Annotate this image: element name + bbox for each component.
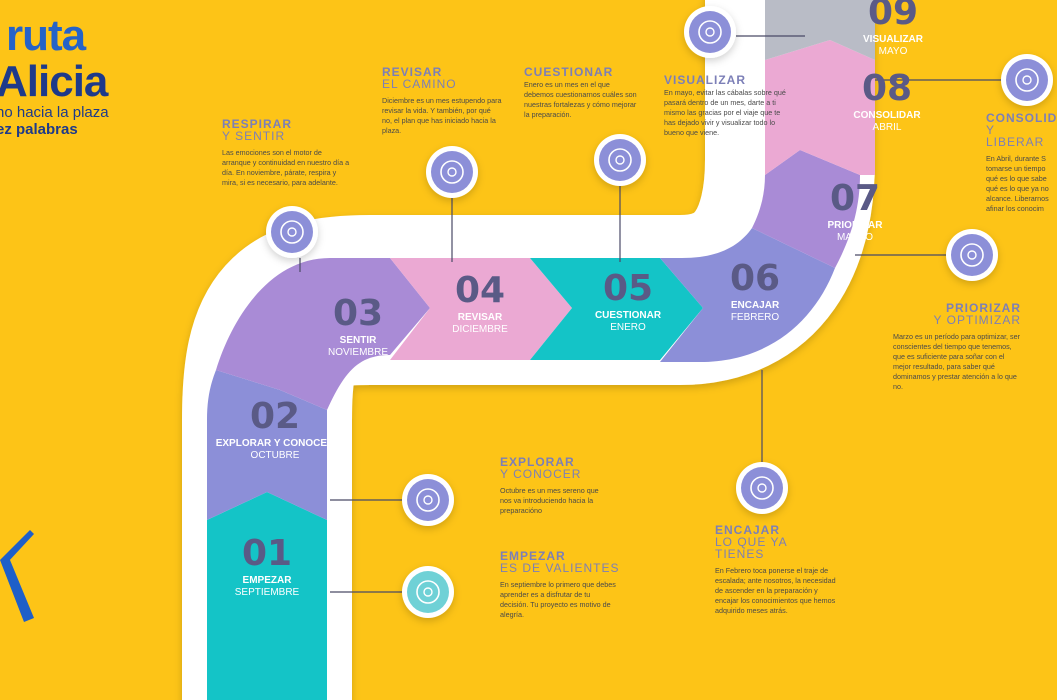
- step-number: 03: [333, 293, 383, 334]
- step-title: EMPEZAR: [243, 575, 293, 586]
- info-priorizar-subtitle: Y OPTIMIZAR: [933, 313, 1021, 327]
- info-consolidar-title: CONSOLID: [986, 111, 1057, 125]
- info-encajar-subtitle: LO QUE YA TIENES: [715, 535, 787, 561]
- info-empezar-body: En septiembre lo primero que debes apren…: [500, 580, 616, 619]
- subtitle-line-1: no hacia la plaza: [0, 104, 109, 121]
- info-consolidar-subtitle: Y LIBERAR: [986, 123, 1045, 149]
- step-month: SEPTIEMBRE: [235, 587, 300, 598]
- info-revisar-title: REVISAR: [382, 65, 443, 79]
- subtitle-line-2: ez palabras: [0, 121, 78, 138]
- step-number: 07: [830, 178, 880, 219]
- info-revisar: REVISAR EL CAMINO Diciembre es un mes es…: [382, 66, 502, 136]
- info-respirar-subtitle: Y SENTIR: [222, 129, 286, 143]
- target-icon: [946, 229, 998, 281]
- road-segment-6: [660, 228, 835, 362]
- brand-logo-icon: [0, 530, 34, 622]
- step-title: CUESTIONAR: [595, 310, 662, 321]
- step-number: 05: [603, 268, 653, 309]
- step-title: CONSOLIDAR: [853, 110, 921, 121]
- info-revisar-body: Diciembre es un mes estupendo para revis…: [382, 96, 502, 135]
- step-title: SENTIR: [340, 335, 377, 346]
- road-segment-7: [752, 150, 860, 268]
- info-cuestionar-title: CUESTIONAR: [524, 65, 614, 79]
- road-segment-5: [530, 258, 703, 360]
- spiral-target-icon: [402, 566, 454, 618]
- info-revisar-subtitle: EL CAMINO: [382, 77, 457, 91]
- step-title: EXPLORAR Y CONOCER: [216, 438, 335, 449]
- info-empezar: EMPEZAR ES DE VALIENTES En septiembre lo…: [500, 550, 620, 620]
- step-month: NOVIEMBRE: [328, 347, 388, 358]
- road-segment-3: [216, 258, 430, 410]
- info-encajar: ENCAJAR LO QUE YA TIENES En Febrero toca…: [715, 524, 840, 616]
- info-visualizar-title: VISUALIZAR: [664, 73, 746, 87]
- info-explorar-title: EXPLORAR: [500, 455, 575, 469]
- step-number: 08: [862, 68, 912, 109]
- info-priorizar-title: PRIORIZAR: [946, 301, 1021, 315]
- info-priorizar: PRIORIZAR Y OPTIMIZAR Marzo es un períod…: [893, 302, 1021, 392]
- info-explorar-body: Octubre es un mes sereno que nos va intr…: [500, 486, 599, 515]
- info-consolidar-body: En Abril, durante S tomarse un tiempo qu…: [986, 154, 1049, 213]
- info-explorar: EXPLORAR Y CONOCER Octubre es un mes ser…: [500, 456, 610, 516]
- info-consolidar: CONSOLID Y LIBERAR En Abril, durante S t…: [986, 111, 1057, 214]
- info-encajar-body: En Febrero toca ponerse el traje de esca…: [715, 566, 836, 615]
- info-visualizar-body: En mayo, evitar las cábalas sobre qué pa…: [664, 88, 786, 137]
- info-respirar-title: RESPIRAR: [222, 117, 293, 131]
- step-month: ENERO: [610, 322, 646, 333]
- step-month: OCTUBRE: [251, 450, 300, 461]
- info-cuestionar: CUESTIONAR Enero es un mes en el que deb…: [524, 66, 639, 120]
- info-empezar-title: EMPEZAR: [500, 549, 566, 563]
- path-route-icon: [426, 146, 478, 198]
- info-respirar: RESPIRAR Y SENTIR Las emociones son el m…: [222, 118, 350, 188]
- eye-icon: [684, 6, 736, 58]
- handshake-icon: [1001, 54, 1053, 106]
- info-visualizar: VISUALIZAR En mayo, evitar las cábalas s…: [664, 74, 792, 138]
- info-encajar-title: ENCAJAR: [715, 523, 781, 537]
- info-empezar-subtitle: ES DE VALIENTES: [500, 561, 620, 575]
- lightbulb-icon: [402, 474, 454, 526]
- step-number: 02: [250, 396, 300, 437]
- step-month: ABRIL: [873, 122, 902, 133]
- road-segment-4: [390, 258, 572, 360]
- road-segment-9: [765, 0, 875, 60]
- title-line-2: Alicia: [0, 57, 108, 106]
- info-respirar-body: Las emociones son el motor de arranque y…: [222, 148, 350, 187]
- info-explorar-subtitle: Y CONOCER: [500, 467, 582, 481]
- lightbulb-head-icon: [594, 134, 646, 186]
- road-segment-1: [207, 492, 327, 700]
- road-segment-8: [765, 40, 875, 175]
- title-line-1: ruta: [6, 11, 86, 60]
- step-number: 04: [455, 270, 505, 311]
- road-segment-2: [207, 370, 327, 520]
- brain-puzzle-icon: [736, 462, 788, 514]
- step-month: DICIEMBRE: [452, 324, 508, 335]
- step-title: ENCAJAR: [731, 300, 780, 311]
- step-month: MARZO: [837, 232, 873, 243]
- info-priorizar-body: Marzo es un período para optimizar, ser …: [893, 332, 1021, 391]
- step-number: 09: [868, 0, 918, 33]
- step-number: 06: [730, 258, 780, 299]
- info-cuestionar-body: Enero es un mes en el que debemos cuesti…: [524, 80, 637, 119]
- step-month: MAYO: [879, 46, 908, 57]
- step-title: VISUALIZAR: [863, 34, 924, 45]
- step-title: REVISAR: [458, 312, 503, 323]
- step-month: FEBRERO: [731, 312, 780, 323]
- step-title: PRIORIZAR: [828, 220, 884, 231]
- step-number: 01: [242, 533, 292, 574]
- hearts-hands-icon: [266, 206, 318, 258]
